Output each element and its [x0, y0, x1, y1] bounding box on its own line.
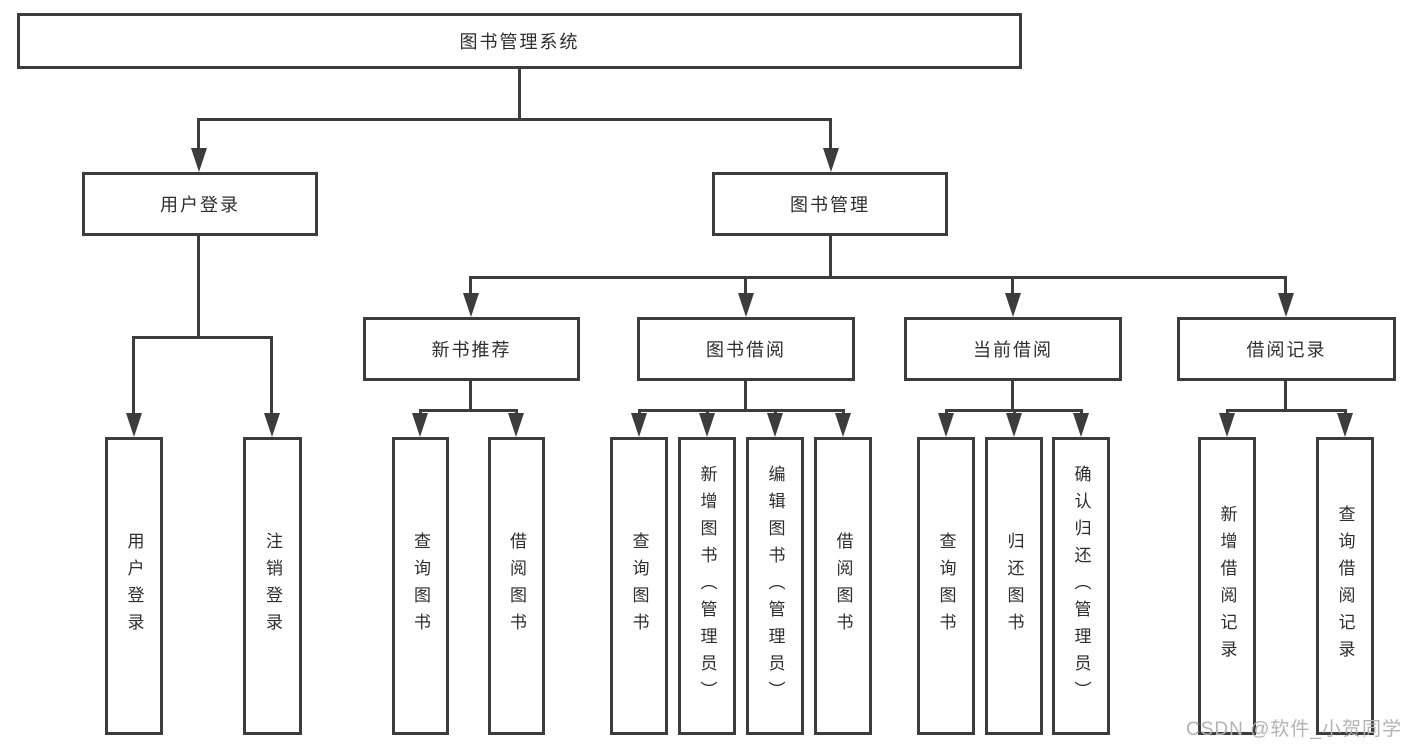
node-label: 图书管理系统	[459, 32, 580, 52]
connector-stem	[1011, 381, 1014, 409]
node-library-management-system: 图书管理系统	[17, 13, 1022, 69]
arrowhead-down-icon	[699, 413, 715, 437]
arrowhead-down-icon	[1337, 413, 1353, 437]
node-label: 编辑图书（管理员）	[765, 464, 785, 708]
arrowhead-down-icon	[264, 413, 280, 437]
node-borrow-books-leaf: 借阅图书	[814, 437, 872, 735]
arrowhead-down-icon	[1278, 293, 1294, 317]
connector-drop	[270, 336, 273, 415]
node-label: 查询图书	[629, 532, 649, 640]
node-label: 新书推荐	[431, 340, 512, 360]
arrowhead-down-icon	[738, 293, 754, 317]
node-label: 图书借阅	[706, 340, 786, 360]
node-label: 借阅图书	[833, 532, 853, 640]
node-confirm-return-admin: 确认归还（管理员）	[1052, 437, 1110, 735]
arrowhead-down-icon	[463, 293, 479, 317]
connector-hline	[419, 409, 518, 412]
node-book-borrow: 图书借阅	[637, 317, 855, 381]
arrowhead-down-icon	[835, 413, 851, 437]
node-label: 新增借阅记录	[1217, 505, 1237, 667]
connector-login-hline	[132, 336, 273, 339]
node-logout: 注销登录	[243, 437, 302, 735]
node-book-management: 图书管理	[712, 172, 948, 236]
connector-stem	[1284, 381, 1287, 409]
arrowhead-down-icon	[508, 413, 524, 437]
node-label: 查询图书	[936, 532, 956, 640]
node-label: 用户登录	[124, 532, 144, 640]
connector-root-hline	[197, 118, 832, 121]
node-label: 查询借阅记录	[1335, 505, 1355, 667]
arrowhead-down-icon	[938, 413, 954, 437]
node-user-login: 用户登录	[82, 172, 318, 236]
arrowhead-down-icon	[412, 413, 428, 437]
arrowhead-down-icon	[1006, 413, 1022, 437]
connector-mgmt-hline	[469, 276, 1287, 279]
node-label: 借阅记录	[1246, 340, 1327, 360]
node-label: 查询图书	[411, 532, 430, 640]
node-edit-book-admin: 编辑图书（管理员）	[746, 437, 804, 735]
node-label: 图书管理	[790, 195, 870, 215]
connector-drop	[1284, 276, 1287, 295]
node-current-borrow: 当前借阅	[904, 317, 1122, 381]
connector-root-stem	[518, 69, 521, 118]
connector-mgmt-stem	[829, 236, 832, 276]
connector-drop	[829, 118, 832, 150]
node-borrow-records: 借阅记录	[1177, 317, 1396, 381]
watermark-text: CSDN @软件_小贺同学	[1186, 719, 1402, 740]
arrowhead-down-icon	[1005, 293, 1021, 317]
connector-drop	[197, 118, 200, 150]
node-add-borrow-record: 新增借阅记录	[1198, 437, 1256, 735]
node-return-book: 归还图书	[985, 437, 1043, 735]
node-user-login-leaf: 用户登录	[105, 437, 163, 735]
node-label: 归还图书	[1004, 532, 1024, 640]
arrowhead-down-icon	[1073, 413, 1089, 437]
node-query-borrow-record: 查询借阅记录	[1316, 437, 1374, 735]
connector-login-stem	[197, 236, 200, 336]
node-label: 借阅图书	[507, 532, 526, 640]
arrowhead-down-icon	[1219, 413, 1235, 437]
node-label: 确认归还（管理员）	[1071, 464, 1091, 708]
connector-hline	[1226, 409, 1347, 412]
node-query-books-current: 查询图书	[917, 437, 975, 735]
connector-drop	[469, 276, 472, 295]
arrowhead-down-icon	[126, 413, 142, 437]
node-borrow-books-recommend: 借阅图书	[488, 437, 545, 735]
node-add-book-admin: 新增图书（管理员）	[678, 437, 736, 735]
connector-stem	[469, 381, 472, 409]
arrowhead-down-icon	[823, 148, 839, 172]
node-new-book-recommend: 新书推荐	[363, 317, 580, 381]
node-label: 新增图书（管理员）	[697, 464, 717, 708]
arrowhead-down-icon	[191, 148, 207, 172]
connector-stem	[744, 381, 747, 409]
node-query-books-recommend: 查询图书	[392, 437, 449, 735]
arrowhead-down-icon	[767, 413, 783, 437]
node-label: 用户登录	[160, 195, 240, 215]
arrowhead-down-icon	[631, 413, 647, 437]
node-query-books-borrow: 查询图书	[610, 437, 668, 735]
connector-drop	[132, 336, 135, 415]
connector-drop	[744, 276, 747, 295]
node-label: 当前借阅	[973, 340, 1053, 360]
node-label: 注销登录	[263, 532, 282, 640]
connector-drop	[1011, 276, 1014, 295]
connector-hline	[638, 409, 845, 412]
